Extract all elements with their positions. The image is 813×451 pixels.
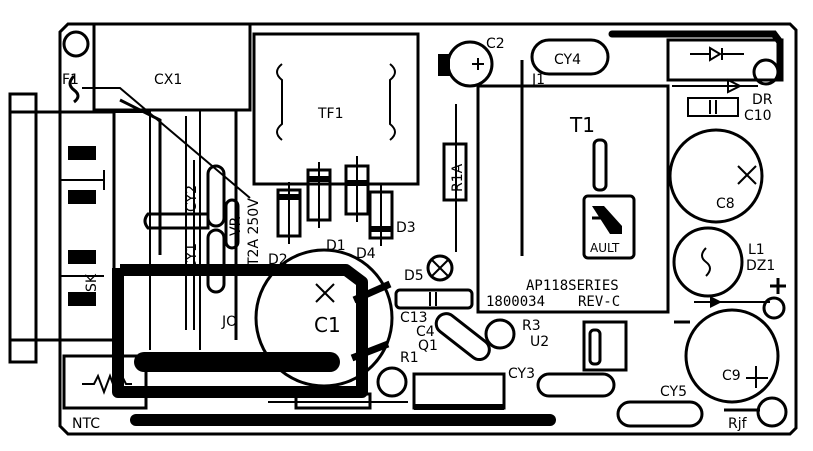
cy3-outline (536, 372, 616, 398)
label-vr: VR (228, 216, 244, 236)
bridge-diodes (276, 156, 394, 246)
label-cy1: CY1 (184, 243, 200, 270)
label-c9: C9 (722, 368, 741, 384)
label-cx1: CX1 (154, 72, 182, 88)
resistor-r1a (442, 104, 468, 252)
label-cy5: CY5 (660, 384, 687, 400)
label-part-no: 1800034 (486, 294, 545, 310)
label-r1: R1 (400, 350, 419, 366)
ac-inlet (8, 92, 116, 364)
transformer-tf1 (252, 32, 420, 186)
label-q1: Q1 (418, 338, 438, 354)
led-d5 (426, 254, 454, 282)
label-tf1: TF1 (317, 106, 344, 122)
ntc-thermistor (62, 354, 148, 410)
mounting-hole (62, 30, 90, 58)
label-d5: D5 (404, 268, 424, 284)
label-l1: L1 (748, 242, 765, 258)
lower-parts (268, 372, 506, 410)
label-rjf: Rjf (728, 416, 748, 432)
label-d2: D2 (268, 252, 288, 268)
inductor-l1 (672, 226, 744, 298)
capacitor-c9 (684, 308, 780, 404)
heavy-traces (112, 30, 784, 426)
label-cy2: CY2 (184, 185, 200, 212)
capacitor-c2 (438, 40, 494, 88)
label-t2a-250v: T2A 250V (246, 198, 262, 267)
cy5-outline (616, 400, 704, 428)
module-t1 (476, 84, 670, 314)
capacitor-c8 (668, 128, 764, 224)
label-ntc: NTC (72, 416, 100, 432)
label-ault: AULT (590, 241, 620, 255)
label-c13: C13 (400, 310, 428, 326)
label-t1: T1 (569, 113, 595, 137)
label-u2: U2 (530, 334, 549, 350)
resistor-r1 (376, 366, 408, 398)
capacitor-c13 (394, 288, 474, 310)
cy4-outline (530, 38, 610, 76)
u2-outline (582, 320, 628, 372)
label-f1: F1 (62, 72, 79, 88)
board-outline (58, 22, 798, 436)
label-jo: JO (221, 314, 237, 330)
label-cy3: CY3 (508, 366, 535, 382)
label-series: AP118SERIES (526, 278, 619, 294)
label-d3: D3 (396, 220, 416, 236)
label-d1: D1 (326, 238, 346, 254)
dr-diodes (666, 38, 784, 117)
resistor-r3 (484, 318, 516, 350)
label-r1a: R1A (450, 163, 466, 192)
label-r3: R3 (522, 318, 541, 334)
label-c10: C10 (744, 108, 772, 124)
label-d4: D4 (356, 246, 376, 262)
label-c1: C1 (314, 313, 341, 337)
label-rev: REV-C (578, 294, 620, 310)
label-c4: C4 (416, 324, 435, 340)
label-j1: J1 (531, 72, 545, 88)
cx1-outline (92, 22, 252, 112)
label-c8: C8 (716, 196, 735, 212)
label-c2: C2 (486, 36, 505, 52)
c4-q1-slot (434, 312, 491, 362)
label-dz1: DZ1 (746, 258, 775, 274)
label-dr: DR (752, 92, 773, 108)
zener-dz1 (674, 278, 786, 324)
capacitor-c1 (254, 248, 394, 388)
label-sk: SK (84, 273, 100, 292)
cy-slots (143, 164, 240, 294)
resistor-rjf (724, 396, 788, 428)
label-cy4: CY4 (554, 52, 581, 68)
